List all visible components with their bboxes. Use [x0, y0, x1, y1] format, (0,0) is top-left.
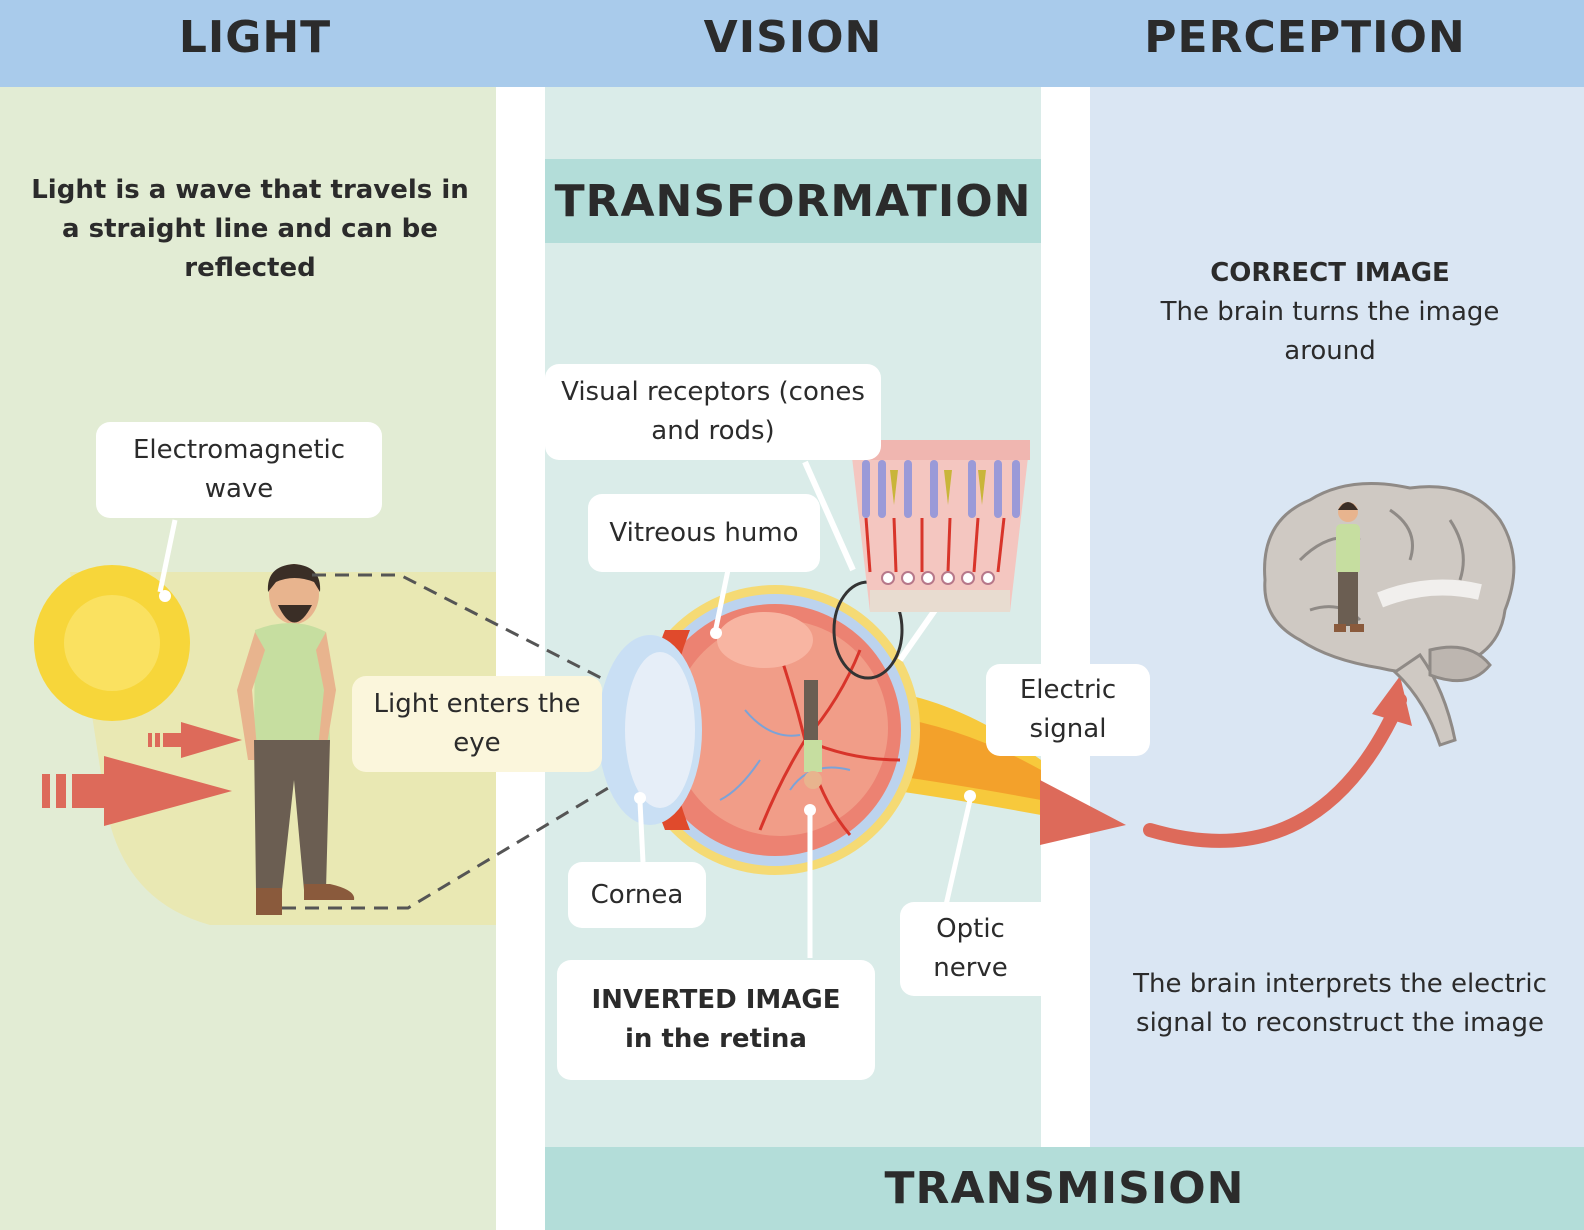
callout-light-enters: Light enters the eye	[352, 676, 602, 772]
retina-pointer-dot	[804, 804, 816, 816]
header-vision: VISION	[703, 12, 883, 63]
projection-line-bottom	[282, 653, 831, 910]
callout-cornea: Cornea	[568, 862, 706, 928]
callout-electric-signal: Electric signal	[986, 664, 1150, 756]
cornea-pointer	[637, 801, 646, 863]
header-bar: LIGHT VISION PERCEPTION	[0, 0, 1584, 87]
inverted-image-title: INVERTED IMAGE	[591, 985, 841, 1015]
man-figure	[237, 564, 355, 915]
eye-illustration	[598, 585, 1041, 875]
wave-pointer-dot	[159, 590, 171, 602]
vitreous-pointer	[713, 569, 731, 629]
transformation-band: TRANSFORMATION	[545, 159, 1041, 243]
correct-image-block: CORRECT IMAGE The brain turns the image …	[1150, 254, 1510, 371]
brain-interpretation-text: The brain interprets the electric signal…	[1133, 969, 1547, 1038]
wave-pointer	[157, 519, 178, 593]
callout-inverted-image: INVERTED IMAGE in the retina	[557, 960, 875, 1080]
brain-illustration	[1263, 482, 1516, 747]
header-light: LIGHT	[178, 12, 332, 63]
receptor-zoom-connector	[802, 460, 938, 662]
optic-pointer-dot	[964, 790, 976, 802]
brain-arrow-head	[1372, 676, 1412, 726]
vitreous-pointer-dot	[710, 627, 722, 639]
correct-image-title: CORRECT IMAGE	[1210, 258, 1450, 288]
incoming-arrow-large	[42, 756, 232, 826]
callout-vitreous-humor: Vitreous humo	[588, 494, 820, 572]
transmission-band: TRANSMISION	[545, 1147, 1584, 1230]
correct-image-text: The brain turns the image around	[1160, 297, 1500, 366]
callout-electromagnetic-wave: Electromagnetic wave	[96, 422, 382, 518]
incoming-arrow-small	[148, 722, 242, 758]
sun-glow	[64, 595, 160, 691]
brain-arrow	[1143, 693, 1407, 848]
inverted-image-subtitle: in the retina	[625, 1024, 807, 1054]
header-perception: PERCEPTION	[1144, 12, 1466, 63]
signal-arrow	[1040, 780, 1126, 845]
signal-pointer	[1063, 749, 1075, 796]
receptor-tissue	[850, 440, 1030, 612]
optic-pointer	[943, 799, 973, 906]
callout-optic-nerve: Optic nerve	[900, 902, 1041, 996]
light-description: Light is a wave that travels in a straig…	[31, 175, 469, 283]
cornea-pointer-dot	[634, 792, 646, 804]
callout-visual-receptors: Visual receptors (cones and rods)	[545, 364, 881, 460]
